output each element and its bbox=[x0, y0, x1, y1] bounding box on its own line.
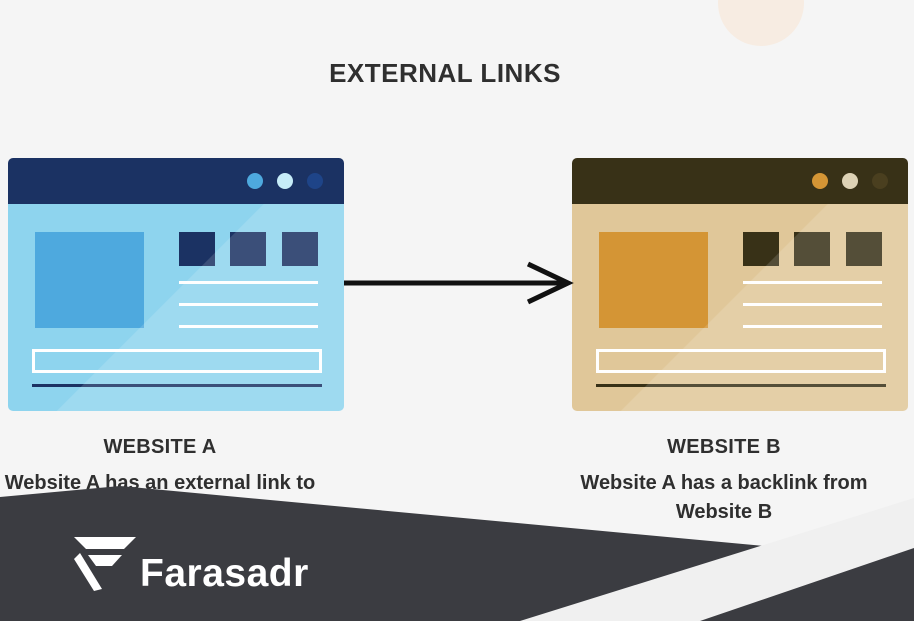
content-square bbox=[230, 232, 266, 266]
window-dot-icon bbox=[872, 173, 888, 189]
website-a-caption: WEBSITE A Website A has an external link… bbox=[0, 436, 330, 527]
window-dot-icon bbox=[277, 173, 293, 189]
website-b-name: WEBSITE B bbox=[667, 436, 781, 458]
window-body bbox=[572, 204, 908, 411]
content-square bbox=[282, 232, 318, 266]
brand-name: Farasadr bbox=[140, 552, 309, 595]
window-title-bar bbox=[572, 158, 908, 204]
website-a-description: Website A has an external link to Websit… bbox=[4, 472, 316, 523]
window-dot-icon bbox=[812, 173, 828, 189]
link-arrow-icon bbox=[344, 261, 574, 305]
window-dot-icon bbox=[307, 173, 323, 189]
farasadr-logo-icon bbox=[74, 537, 136, 591]
window-dot-icon bbox=[842, 173, 858, 189]
website-b-caption: WEBSITE B Website A has a backlink from … bbox=[554, 436, 894, 527]
input-box-placeholder bbox=[32, 349, 322, 373]
text-line bbox=[743, 281, 882, 284]
window-body bbox=[8, 204, 344, 411]
website-a-name: WEBSITE A bbox=[103, 436, 217, 458]
text-line bbox=[743, 303, 882, 306]
website-b-window bbox=[572, 158, 908, 411]
website-b-description-line: Website B bbox=[675, 501, 773, 523]
window-dot-icon bbox=[247, 173, 263, 189]
website-a-window bbox=[8, 158, 344, 411]
image-placeholder bbox=[35, 232, 144, 328]
content-square bbox=[846, 232, 882, 266]
text-line bbox=[179, 281, 318, 284]
image-placeholder bbox=[599, 232, 708, 328]
content-square bbox=[743, 232, 779, 266]
underline bbox=[596, 384, 886, 387]
content-square bbox=[794, 232, 830, 266]
text-line bbox=[179, 325, 318, 328]
text-line bbox=[179, 303, 318, 306]
underline bbox=[32, 384, 322, 387]
window-title-bar bbox=[8, 158, 344, 204]
text-line bbox=[743, 325, 882, 328]
decorative-circle-top bbox=[718, 0, 804, 46]
page-title: EXTERNAL LINKS bbox=[329, 58, 561, 88]
input-box-placeholder bbox=[596, 349, 886, 373]
website-b-description-line: Website A has a backlink from bbox=[580, 472, 868, 494]
content-square bbox=[179, 232, 215, 266]
